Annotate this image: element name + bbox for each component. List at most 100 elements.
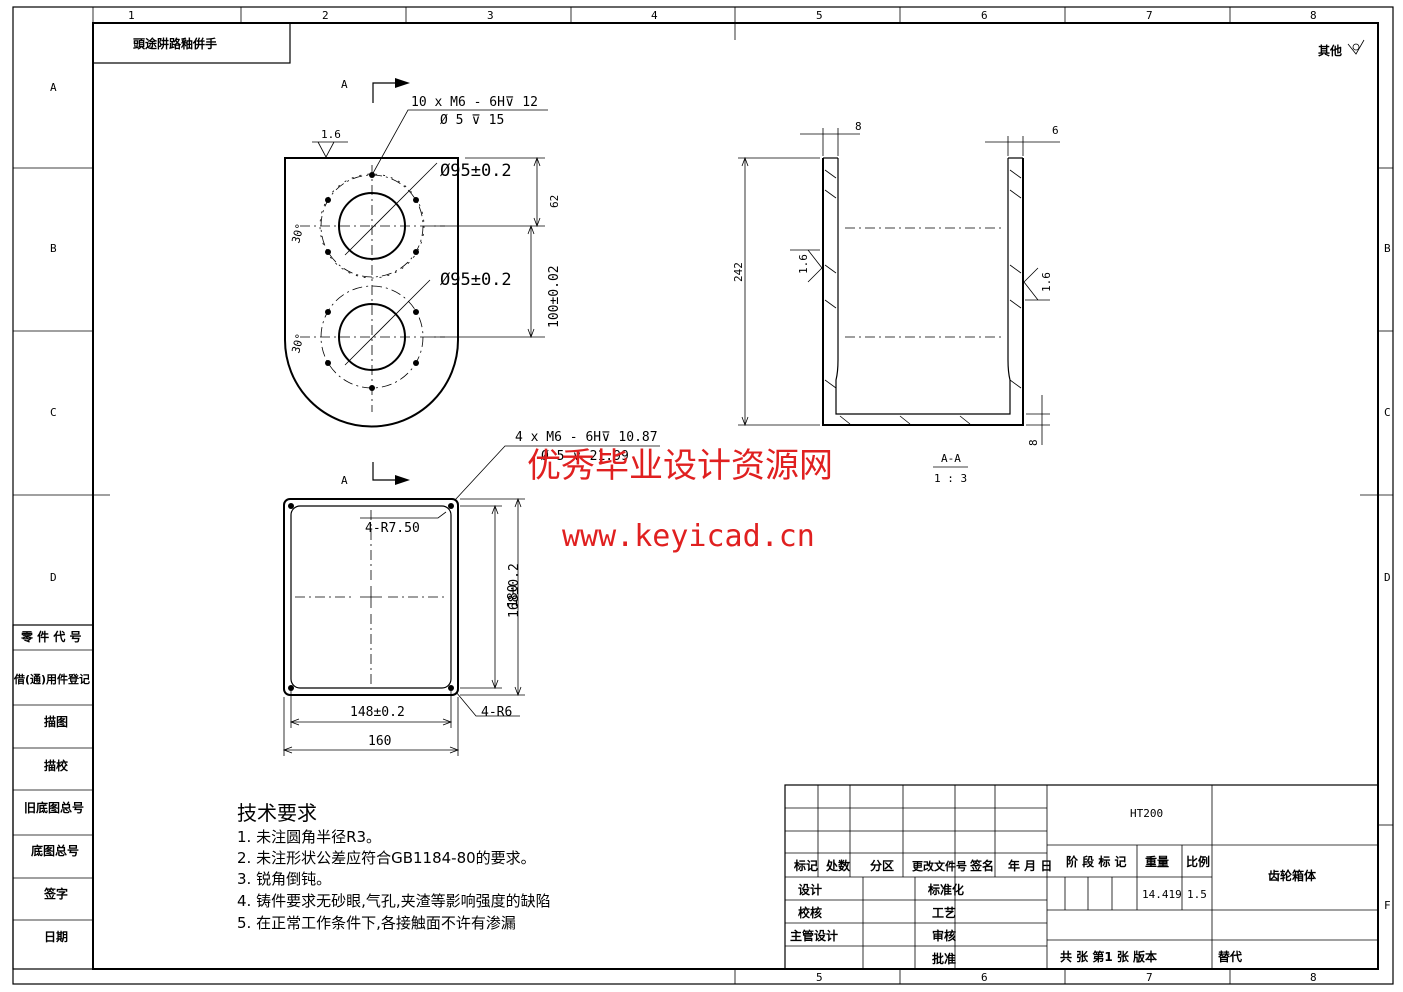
zone-label: 3	[487, 9, 494, 22]
drawing-frame	[12, 6, 1394, 985]
dim-right-wall: 6	[1052, 124, 1059, 137]
left-archive-column: 零 件 代 号 借(通)用件登记 描图 描校 旧底图总号 底图总号 签字 日期	[12, 624, 94, 970]
archive-label: 零 件 代 号	[20, 629, 82, 644]
top-right-mark-text: 其他	[1318, 43, 1342, 58]
row-process: 工艺	[932, 905, 956, 920]
zone-label: D	[1384, 571, 1391, 584]
upper-bore-dimension: Ø95±0.2	[440, 161, 512, 181]
zone-label: D	[50, 571, 57, 584]
lower-angle-label: 30°	[289, 332, 307, 355]
section-label-a-bottom: A	[341, 474, 348, 487]
upper-angle-label: 30°	[289, 222, 307, 245]
row-approve: 批准	[932, 951, 956, 966]
stage-label: 阶 段 标 记	[1066, 854, 1127, 869]
zone-label: B	[1384, 242, 1391, 255]
zone-label: B	[50, 242, 57, 255]
section-scale: 1 : 3	[934, 472, 967, 485]
dim-bottom-8: 8	[1027, 439, 1040, 446]
top-left-box-text: 頭途阱路釉倂手	[133, 36, 217, 51]
archive-label: 描校	[44, 758, 69, 773]
top-zone-labels: 1 2 3 4 5 6 7 8	[128, 9, 1317, 22]
front-view: A 1.6 10 x M6 - 6H⊽ 12	[284, 78, 562, 428]
requirement-item: 3. 锐角倒钝。	[237, 870, 331, 888]
outer-corner-radius: 4-R6	[481, 705, 512, 720]
scale-label: 比例	[1186, 854, 1210, 869]
bottom-view: A 4 x M6 - 6H⊽ 10.87 Ø 5 ⊽ 21.99 4-R7.50…	[282, 430, 660, 756]
header-date: 年 月 日	[1008, 858, 1052, 873]
archive-label: 旧底图总号	[24, 800, 84, 815]
zone-label: 6	[981, 9, 988, 22]
zone-label: 8	[1310, 971, 1317, 984]
dim-148: 148±0.2	[350, 705, 405, 720]
bottom-hole-callout-2: Ø 5 ⊽ 21.99	[541, 449, 629, 464]
zone-label: 6	[981, 971, 988, 984]
zone-label: 1	[128, 9, 135, 22]
inner-corner-radius: 4-R7.50	[365, 521, 420, 536]
zone-label: 7	[1146, 9, 1153, 22]
bottom-zone-labels: 5 6 7 8	[816, 971, 1317, 984]
archive-label: 描图	[44, 714, 68, 729]
header-mark: 标记	[793, 858, 818, 873]
dim-height-242: 242	[732, 262, 745, 282]
zone-label: 4	[651, 9, 658, 22]
zone-label: C	[50, 406, 57, 419]
dim-100: 100±0.02	[547, 265, 562, 328]
archive-label: 借(通)用件登记	[13, 672, 90, 686]
zone-label: A	[50, 81, 57, 94]
requirements-title: 技术要求	[237, 801, 317, 825]
dim-160: 160	[368, 734, 391, 749]
archive-label: 日期	[44, 929, 68, 944]
row-standard: 标准化	[927, 882, 964, 897]
zone-label: 5	[816, 971, 823, 984]
zone-label: 2	[322, 9, 329, 22]
header-change-doc: 更改文件号	[912, 859, 967, 873]
dim-left-wall: 8	[855, 120, 862, 133]
watermark-url: www.keyicad.cn	[562, 519, 815, 554]
sheet-info: 共 张 第1 张 版本	[1060, 949, 1157, 964]
bottom-hole-callout-1: 4 x M6 - 6H⊽ 10.87	[515, 430, 658, 445]
weight-label: 重量	[1145, 854, 1169, 869]
row-check: 校核	[798, 905, 822, 920]
watermark: 优秀毕业设计资源网 www.keyicad.cn	[527, 446, 833, 554]
section-roughness-right: 1.6	[1040, 272, 1053, 292]
section-view-a-a: 8 6 242 1.6 1.6 8 A-A 1 : 3	[732, 120, 1060, 485]
header-count: 处数	[825, 858, 851, 873]
zone-label: F	[1384, 899, 1391, 912]
watermark-title: 优秀毕业设计资源网	[527, 446, 833, 486]
section-title: A-A	[941, 452, 961, 465]
zone-label: 7	[1146, 971, 1153, 984]
archive-label: 签字	[43, 886, 68, 901]
header-sign: 签名	[969, 858, 994, 873]
requirement-item: 2. 未注形状公差应符合GB1184-80的要求。	[237, 849, 536, 867]
section-label-a-top: A	[341, 78, 348, 91]
scale-value: 1.5	[1187, 888, 1207, 901]
title-block: HT200 齿轮箱体 标记 处数 分区 更改文件号 签名 年 月 日 阶 段 标…	[784, 784, 1379, 970]
archive-label: 底图总号	[31, 843, 79, 858]
replace-label: 替代	[1218, 949, 1242, 964]
part-name: 齿轮箱体	[1268, 868, 1317, 883]
requirement-item: 4. 铸件要求无砂眼,气孔,夹渣等影响强度的缺陷	[237, 892, 551, 910]
dim-62: 62	[548, 195, 561, 208]
general-roughness-mark: 其他	[1318, 39, 1365, 58]
right-zone-labels: B C D F	[1384, 242, 1391, 912]
zone-label: 8	[1310, 9, 1317, 22]
front-roughness-value: 1.6	[321, 128, 341, 141]
requirement-item: 5. 在正常工作条件下,各接触面不许有渗漏	[237, 914, 516, 932]
dim-180: 180	[506, 585, 521, 608]
row-chief: 主管设计	[790, 928, 838, 943]
header-zone: 分区	[870, 858, 894, 873]
section-roughness-left: 1.6	[797, 254, 810, 274]
row-design: 设计	[798, 882, 822, 897]
top-left-box: 頭途阱路釉倂手	[92, 22, 291, 64]
zone-label: 5	[816, 9, 823, 22]
technical-requirements: 技术要求 1. 未注圆角半径R3。 2. 未注形状公差应符合GB1184-80的…	[237, 801, 551, 932]
front-hole-callout-1: 10 x M6 - 6H⊽ 12	[411, 95, 538, 110]
weight-value: 14.419	[1142, 888, 1182, 901]
front-hole-callout-2: Ø 5 ⊽ 15	[440, 113, 504, 128]
zone-label: C	[1384, 406, 1391, 419]
requirement-item: 1. 未注圆角半径R3。	[237, 828, 381, 846]
row-review: 审核	[932, 928, 956, 943]
material-value: HT200	[1130, 807, 1163, 820]
left-zone-labels: A B C D	[50, 81, 57, 584]
